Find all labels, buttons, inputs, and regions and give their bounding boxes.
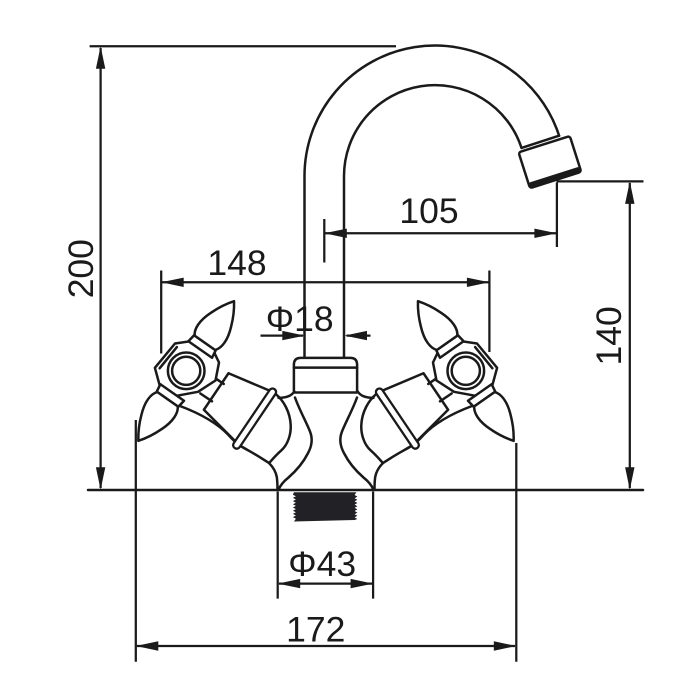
svg-text:172: 172 — [286, 610, 345, 650]
svg-text:Φ18: Φ18 — [266, 299, 334, 339]
svg-text:Φ43: Φ43 — [288, 544, 356, 584]
svg-text:140: 140 — [589, 306, 629, 365]
svg-text:200: 200 — [61, 239, 101, 298]
svg-text:105: 105 — [399, 191, 458, 231]
svg-text:148: 148 — [207, 243, 266, 283]
